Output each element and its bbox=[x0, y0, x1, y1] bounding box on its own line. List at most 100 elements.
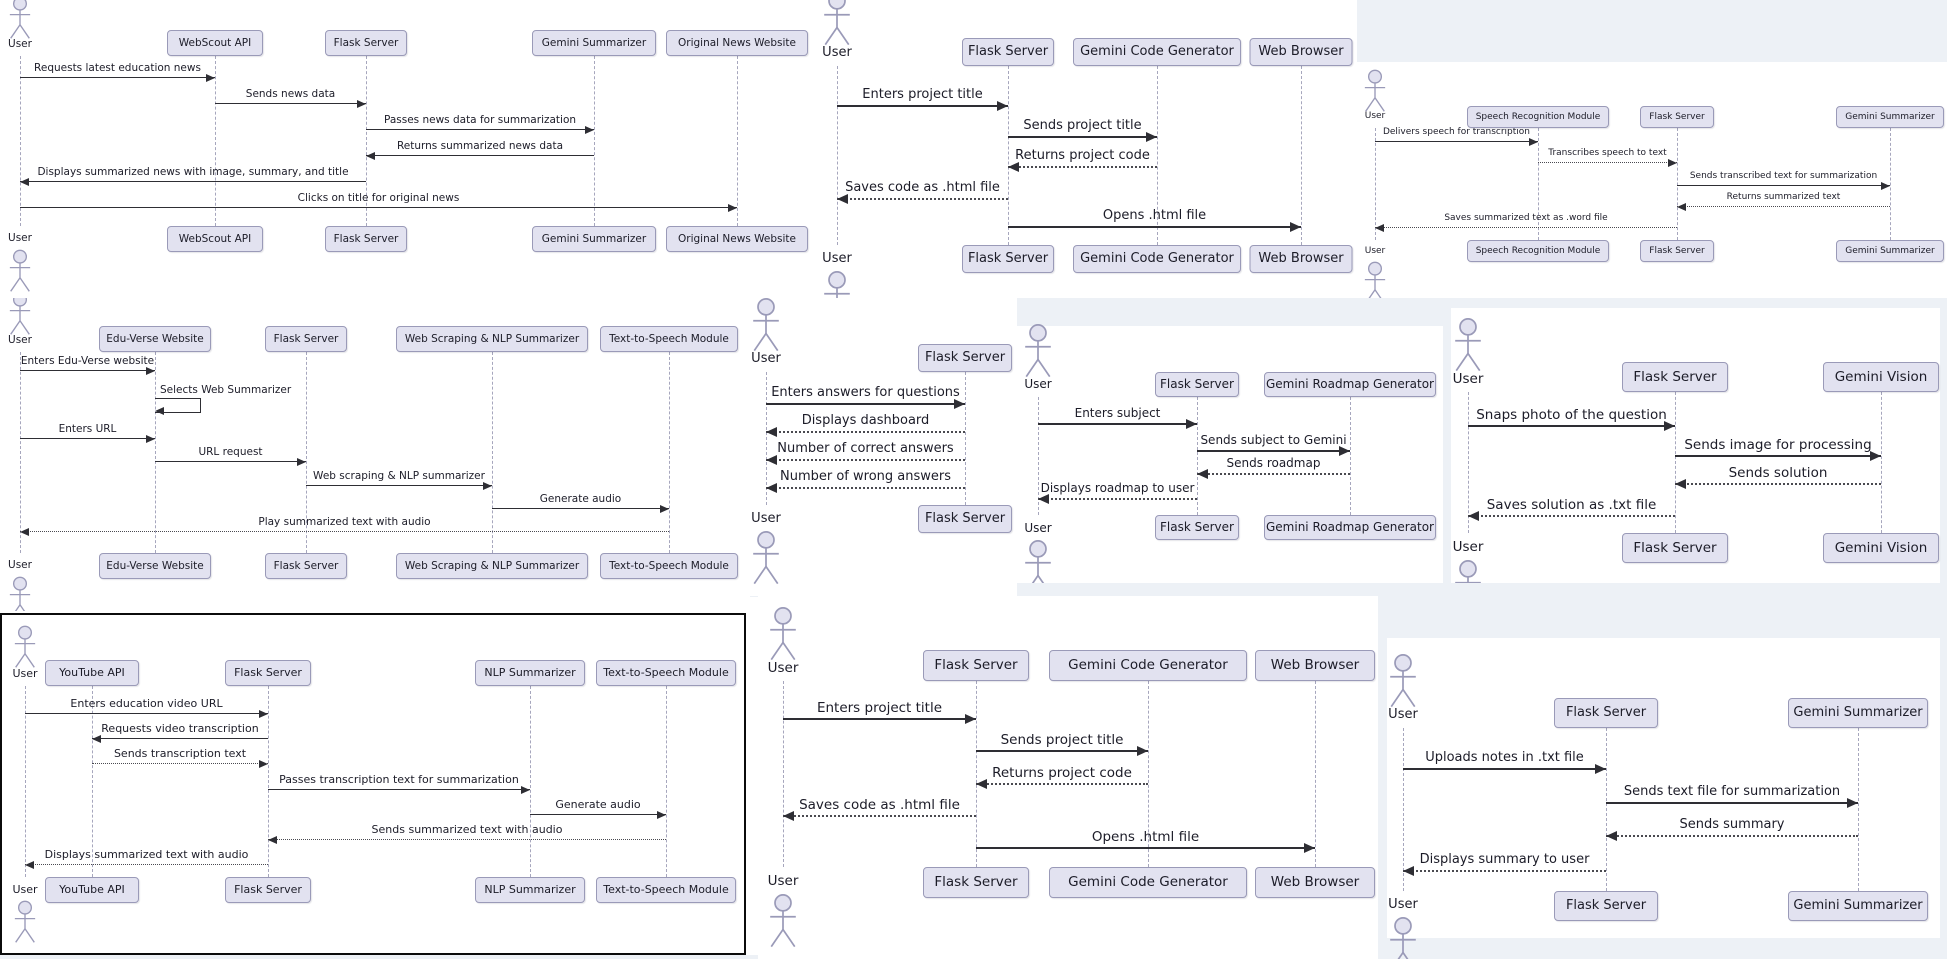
message-label: Sends text file for summarization bbox=[1623, 784, 1841, 799]
message-label: Opens .html file bbox=[1091, 828, 1200, 845]
participant-box: Gemini Code Generator bbox=[1049, 650, 1247, 681]
actor-figure bbox=[1022, 323, 1054, 382]
lifeline bbox=[1157, 66, 1158, 245]
diagram-panel bbox=[1451, 308, 1940, 615]
message-line bbox=[1375, 227, 1677, 228]
message-line bbox=[20, 370, 155, 371]
message-arrow bbox=[92, 734, 101, 743]
lifeline bbox=[965, 372, 966, 505]
lifeline bbox=[1350, 397, 1351, 515]
message-line bbox=[976, 847, 1315, 849]
lifeline bbox=[1858, 728, 1859, 891]
participant-box: Web Browser bbox=[1249, 245, 1353, 273]
actor-figure bbox=[1362, 261, 1388, 298]
participant-box: Web Browser bbox=[1255, 650, 1375, 681]
lifeline bbox=[766, 372, 767, 505]
message-line bbox=[20, 77, 215, 78]
lifeline bbox=[594, 56, 595, 226]
participant-box: Original News Website bbox=[666, 226, 808, 252]
message-label: Sends subject to Gemini bbox=[1200, 433, 1347, 447]
message-line bbox=[20, 181, 366, 182]
message-line bbox=[976, 750, 1148, 752]
actor-figure bbox=[767, 606, 799, 666]
message-arrow bbox=[1008, 162, 1019, 172]
message-label: Enters subject bbox=[1074, 406, 1161, 420]
message-arrow bbox=[1468, 511, 1479, 521]
lifeline bbox=[1468, 392, 1469, 533]
message-label: Generate audio bbox=[539, 492, 622, 505]
participant-box: Gemini Vision bbox=[1823, 533, 1939, 563]
actor-figure bbox=[1387, 653, 1419, 713]
actor-label: User bbox=[12, 883, 38, 896]
message-line bbox=[1038, 423, 1197, 425]
message-label: Returns summarized text bbox=[1726, 192, 1841, 202]
participant-box: Gemini Code Generator bbox=[1073, 38, 1241, 66]
message-arrow bbox=[1197, 469, 1208, 479]
message-label: Requests video transcription bbox=[101, 722, 259, 735]
message-label: Sends project title bbox=[1023, 118, 1142, 133]
message-line bbox=[1038, 498, 1197, 500]
message-label: Transcribes speech to text bbox=[1548, 148, 1667, 158]
message-line bbox=[1468, 515, 1675, 517]
message-label: Sends image for processing bbox=[1684, 436, 1872, 453]
participant-box: Flask Server bbox=[1155, 515, 1239, 540]
message-line bbox=[1008, 166, 1157, 168]
message-line bbox=[1677, 185, 1890, 186]
message-line bbox=[1008, 136, 1157, 138]
lifeline bbox=[1881, 392, 1882, 533]
message-line bbox=[1197, 473, 1350, 475]
lifeline bbox=[1538, 128, 1539, 240]
message-line bbox=[1677, 206, 1890, 207]
message-arrow bbox=[1290, 222, 1301, 232]
message-arrow bbox=[146, 434, 155, 443]
message-label: Enters project title bbox=[862, 87, 983, 102]
participant-box: Speech Recognition Module bbox=[1467, 240, 1609, 262]
message-label: Returns project code bbox=[1015, 148, 1150, 163]
lifeline bbox=[1403, 728, 1404, 891]
message-label: Displays summarized text with audio bbox=[44, 848, 249, 861]
lifeline bbox=[1677, 128, 1678, 240]
message-arrow bbox=[660, 504, 669, 513]
participant-box: Gemini Roadmap Generator bbox=[1264, 372, 1436, 397]
actor-label: User bbox=[1364, 111, 1386, 121]
participant-box: Flask Server bbox=[1554, 891, 1658, 921]
lifeline bbox=[492, 352, 493, 553]
message-arrow bbox=[20, 177, 29, 186]
lifeline bbox=[737, 56, 738, 226]
message-label: Sends project title bbox=[1000, 731, 1124, 748]
actor-label: User bbox=[1452, 539, 1484, 555]
lifeline bbox=[25, 686, 26, 877]
message-line bbox=[268, 789, 530, 790]
actor-figure bbox=[1452, 317, 1484, 377]
message-arrow bbox=[766, 455, 777, 465]
message-line bbox=[766, 403, 965, 405]
actor-label: User bbox=[822, 251, 852, 266]
message-line bbox=[530, 814, 666, 815]
message-label: Enters Edu-Verse website bbox=[20, 354, 155, 367]
participant-box: Text-to-Speech Module bbox=[596, 660, 736, 686]
participant-box: Gemini Summarizer bbox=[1836, 106, 1944, 128]
participant-box: Flask Server bbox=[225, 877, 311, 903]
participant-box: Web Scraping & NLP Summarizer bbox=[396, 553, 588, 579]
participant-box: Flask Server bbox=[265, 553, 347, 579]
lifeline bbox=[669, 352, 670, 553]
participant-box: Gemini Summarizer bbox=[532, 30, 656, 56]
participant-box: Gemini Code Generator bbox=[1073, 245, 1241, 273]
message-label: Passes news data for summarization bbox=[383, 113, 577, 126]
lifeline bbox=[1675, 392, 1676, 533]
message-arrow bbox=[1595, 764, 1606, 774]
participant-box: YouTube API bbox=[45, 660, 139, 686]
participant-box: Text-to-Speech Module bbox=[600, 553, 738, 579]
lifeline bbox=[155, 352, 156, 553]
message-label: Enters URL bbox=[58, 422, 117, 435]
actor-figure bbox=[7, 0, 33, 43]
message-label: Delivers speech for transcription bbox=[1382, 127, 1531, 137]
diagram-panel bbox=[1387, 638, 1940, 938]
actor-label: User bbox=[751, 511, 781, 526]
message-label: Displays summarized news with image, sum… bbox=[37, 165, 349, 178]
message-label: Saves summarized text as .word file bbox=[1444, 213, 1608, 223]
message-label: Sends summarized text with audio bbox=[371, 823, 563, 836]
message-line bbox=[20, 207, 737, 208]
